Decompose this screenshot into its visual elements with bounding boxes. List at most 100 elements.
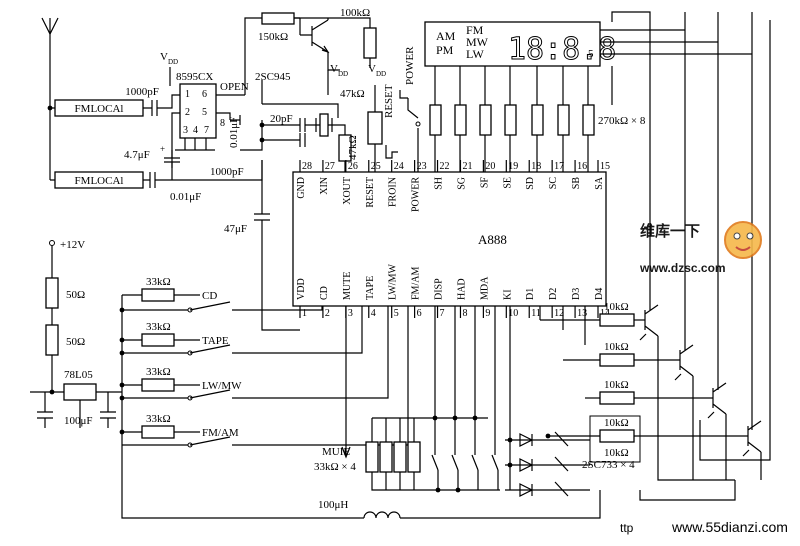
ic-pin-name: FM/AM bbox=[411, 267, 422, 300]
antenna bbox=[41, 17, 59, 180]
watermark-logo: 维库一下 www.dzsc.com bbox=[639, 221, 762, 275]
svg-text:FMLOCAl: FMLOCAl bbox=[75, 175, 124, 187]
ic-pin-name: SG bbox=[456, 177, 467, 190]
ic-pin-number: 15 bbox=[600, 161, 610, 172]
ic-pin-number: 5 bbox=[394, 308, 399, 319]
ic-pin-name: POWER bbox=[411, 177, 422, 212]
cap-47uf-a: 4.7μF bbox=[124, 149, 150, 161]
svg-text:10kΩ: 10kΩ bbox=[604, 447, 629, 459]
svg-text:AM: AM bbox=[436, 29, 456, 43]
ic-pin-name: FROIN bbox=[388, 177, 399, 207]
ic-pin-number: 27 bbox=[325, 161, 335, 172]
ic-pin-name: D1 bbox=[525, 288, 536, 300]
svg-text:270kΩ × 8: 270kΩ × 8 bbox=[598, 115, 646, 127]
ic-pin-name: HAD bbox=[456, 278, 467, 300]
ic-pin-name: KI bbox=[502, 289, 513, 300]
svg-text:A888: A888 bbox=[478, 232, 507, 247]
diode-matrix bbox=[505, 306, 590, 497]
svg-text:33kΩ × 4: 33kΩ × 4 bbox=[314, 461, 356, 473]
ic-pin-number: 22 bbox=[440, 161, 450, 172]
ic-pin-name: SH bbox=[434, 177, 445, 190]
cap-1000pf-b: 1000pF bbox=[210, 166, 244, 178]
svg-text:RESET: RESET bbox=[383, 84, 395, 118]
svg-text:POWER: POWER bbox=[404, 46, 416, 85]
svg-text:www.55dianzi.com: www.55dianzi.com bbox=[671, 519, 788, 535]
svg-text:MUIE: MUIE bbox=[322, 446, 350, 458]
ic-pin-name: GND bbox=[296, 177, 307, 199]
ic-pin-number: 2 bbox=[325, 308, 330, 319]
svg-text:8: 8 bbox=[220, 118, 225, 129]
svg-text:DD: DD bbox=[376, 70, 386, 78]
inductor-100uh: 100μH bbox=[318, 490, 601, 519]
ic-pin-number: 3 bbox=[348, 308, 353, 319]
svg-text:CD: CD bbox=[202, 290, 217, 302]
ic-pin-name: DISP bbox=[434, 278, 445, 300]
ic-pin-name: MUTE bbox=[342, 272, 353, 300]
svg-text:1: 1 bbox=[185, 89, 190, 100]
svg-text:TAPE: TAPE bbox=[202, 335, 229, 347]
svg-text:5: 5 bbox=[588, 48, 594, 60]
ic-pin-number: 23 bbox=[417, 161, 427, 172]
ic-pin-name: D4 bbox=[594, 288, 605, 300]
ic-pin-number: 7 bbox=[440, 308, 445, 319]
svg-text:18:8.8: 18:8.8 bbox=[508, 32, 616, 67]
svg-text:100μH: 100μH bbox=[318, 499, 348, 511]
ic-pin-name: SD bbox=[525, 177, 536, 190]
ic-pin-name: TAPE bbox=[365, 276, 376, 300]
resistor-150k bbox=[261, 12, 295, 25]
ic-pin-name: CD bbox=[319, 286, 330, 300]
svg-text:LW: LW bbox=[466, 47, 484, 61]
ic-pin-number: 9 bbox=[485, 308, 490, 319]
ic-pin-name: SB bbox=[571, 177, 582, 190]
ic-pin-number: 16 bbox=[577, 161, 587, 172]
ic-pin-name: LW/MW bbox=[388, 264, 399, 300]
ic-pin-name: SE bbox=[502, 177, 513, 189]
svg-text:V: V bbox=[368, 63, 376, 75]
ic-pin-name: SC bbox=[548, 177, 559, 190]
power-supply: +12V 50Ω 50Ω 78L05 100μF bbox=[30, 239, 122, 428]
ic-pin-number: 18 bbox=[531, 161, 541, 172]
svg-text:www.dzsc.com: www.dzsc.com bbox=[639, 261, 726, 275]
svg-text:2SC945: 2SC945 bbox=[255, 71, 291, 83]
mode-switches: 33kΩ CD 33kΩ TAPE 33kΩ LW/MW 33kΩ FM/AM bbox=[122, 276, 409, 448]
ic-pin-name: D2 bbox=[548, 288, 559, 300]
svg-text:FMLOCAl: FMLOCAl bbox=[75, 103, 124, 115]
svg-text:PM: PM bbox=[436, 43, 454, 57]
ic-pin-number: 21 bbox=[462, 161, 472, 172]
svg-text:+: + bbox=[160, 144, 165, 154]
ic-pin-number: 11 bbox=[531, 308, 541, 319]
segment-resistors bbox=[429, 66, 613, 172]
ic-pin-number: 19 bbox=[508, 161, 518, 172]
ic-pin-number: 10 bbox=[508, 308, 518, 319]
svg-text:50Ω: 50Ω bbox=[66, 289, 85, 301]
svg-text:4: 4 bbox=[193, 125, 198, 136]
svg-text:V: V bbox=[160, 51, 168, 63]
ic-pin-name: XIN bbox=[319, 177, 330, 195]
ic-pin-number: 24 bbox=[394, 161, 404, 172]
fm-local-input-1: FMLOCAl bbox=[54, 99, 144, 117]
svg-text:47kΩ: 47kΩ bbox=[340, 88, 365, 100]
ic-pin-number: 8 bbox=[462, 308, 467, 319]
svg-text:2: 2 bbox=[185, 107, 190, 118]
ic-pin-number: 4 bbox=[371, 308, 376, 319]
svg-text:+12V: +12V bbox=[60, 239, 85, 251]
svg-text:20pF: 20pF bbox=[270, 113, 293, 125]
ic-pin-name: VDD bbox=[296, 278, 307, 300]
ic-pin-number: 1 bbox=[302, 308, 307, 319]
ic-pin-number: 6 bbox=[417, 308, 422, 319]
svg-text:8595CX: 8595CX bbox=[176, 71, 213, 83]
svg-text:DD: DD bbox=[168, 58, 178, 66]
ic-pin-name: RESET bbox=[365, 177, 376, 208]
junction-dots bbox=[47, 105, 551, 493]
svg-text:33kΩ: 33kΩ bbox=[146, 276, 171, 288]
cap-1000pf-a: 1000pF bbox=[125, 86, 159, 98]
svg-text:33kΩ: 33kΩ bbox=[146, 413, 171, 425]
ic-pin-name: MDA bbox=[479, 276, 490, 300]
svg-text:150kΩ: 150kΩ bbox=[258, 31, 288, 43]
svg-text:LW/MW: LW/MW bbox=[202, 380, 242, 392]
cap-001uf-a: 0.01μF bbox=[228, 117, 240, 148]
svg-text:维库一下: 维库一下 bbox=[640, 222, 700, 240]
svg-text:2SC733 × 4: 2SC733 × 4 bbox=[582, 459, 635, 471]
ic-pin-number: 13 bbox=[577, 308, 587, 319]
